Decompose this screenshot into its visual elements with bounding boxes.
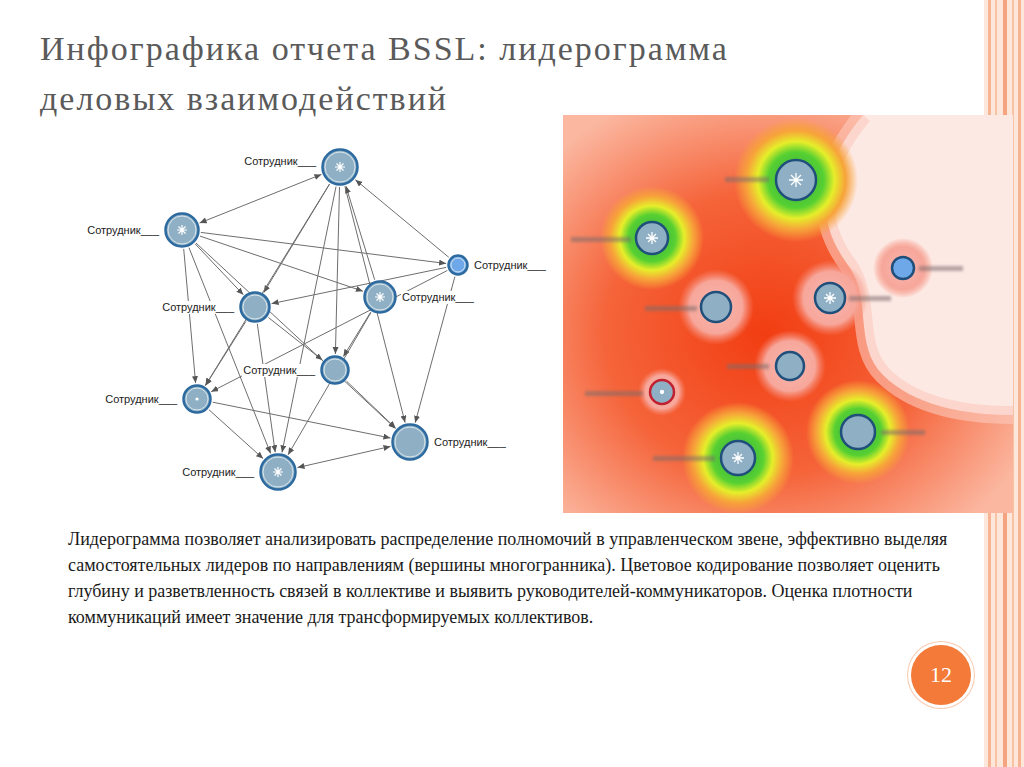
- node-circle: [321, 148, 359, 186]
- page-number-badge: 12: [911, 645, 971, 705]
- node-label: Сотрудник___: [401, 291, 475, 304]
- node-circle: [447, 254, 469, 276]
- slide-caption: Лидерограмма позволяет анализировать рас…: [68, 526, 993, 630]
- employee-node: Сотрудник___: [239, 291, 271, 323]
- relation-arrow: [196, 243, 396, 429]
- node-label: Сотрудник___: [473, 259, 547, 272]
- node-circle: [320, 355, 350, 385]
- heat-ground: [563, 115, 1013, 513]
- relation-arrow: [200, 236, 363, 291]
- relation-arrow: [184, 249, 196, 383]
- node-label: Сотрудник___: [433, 436, 507, 449]
- node-circle: [259, 453, 297, 491]
- relation-arrow: [346, 186, 375, 280]
- relation-arrow: [268, 318, 322, 361]
- employee-node: Сотрудник___: [164, 212, 200, 248]
- caption-text: Лидерограмма позволяет анализировать рас…: [68, 529, 947, 627]
- node-label: Сотрудник___: [161, 301, 235, 314]
- relation-arrow: [209, 410, 263, 459]
- relation-arrow: [343, 312, 370, 356]
- relation-arrow: [201, 232, 446, 263]
- side-stripe: [1018, 0, 1021, 767]
- relation-arrow: [355, 180, 448, 257]
- relation-arrow: [213, 402, 391, 438]
- employee-node: Сотрудник___: [182, 384, 212, 414]
- relation-arrow: [200, 174, 322, 223]
- node-label: Сотрудник___: [86, 224, 160, 237]
- heat-halos: [600, 118, 933, 513]
- relation-arrow: [288, 313, 371, 455]
- slide-title: Инфографика отчета BSSL: лидерограмма де…: [40, 24, 830, 124]
- node-label: Сотрудник___: [243, 155, 317, 168]
- employee-node: Сотрудник___: [391, 423, 429, 461]
- node-circle: [391, 423, 429, 461]
- blurred-names: [571, 177, 963, 461]
- employee-node: Сотрудник___: [447, 254, 469, 276]
- node-label: Сотрудник___: [181, 466, 255, 479]
- relation-arrow: [282, 187, 336, 453]
- employee-node: Сотрудник___: [259, 453, 297, 491]
- relation-arrow: [298, 446, 391, 467]
- relation-arrow: [345, 186, 405, 422]
- node-circle: [164, 212, 200, 248]
- heatmap-illustration: [563, 115, 1013, 513]
- heat-nodes: [636, 160, 914, 475]
- relation-arrow: [335, 187, 339, 354]
- relation-arrow: [347, 381, 396, 428]
- node-label: Сотрудник___: [104, 393, 178, 406]
- node-circle: [363, 280, 397, 314]
- relation-arrow: [189, 248, 271, 454]
- relation-arrow: [195, 244, 243, 295]
- relation-arrow: [205, 184, 329, 385]
- relation-arrow: [206, 321, 246, 385]
- relation-arrow: [257, 324, 275, 452]
- employee-node: Сотрудник___: [321, 148, 359, 186]
- employee-node: Сотрудник___: [320, 355, 350, 385]
- node-label: Сотрудник___: [242, 364, 316, 377]
- page-number: 12: [930, 662, 952, 688]
- node-circle: [182, 384, 212, 414]
- title-text: Инфографика отчета BSSL: лидерограмма де…: [40, 30, 729, 117]
- employee-node: Сотрудник___: [363, 280, 397, 314]
- node-circle: [239, 291, 271, 323]
- heat-symbols: [646, 173, 836, 464]
- relation-arrow: [211, 271, 447, 392]
